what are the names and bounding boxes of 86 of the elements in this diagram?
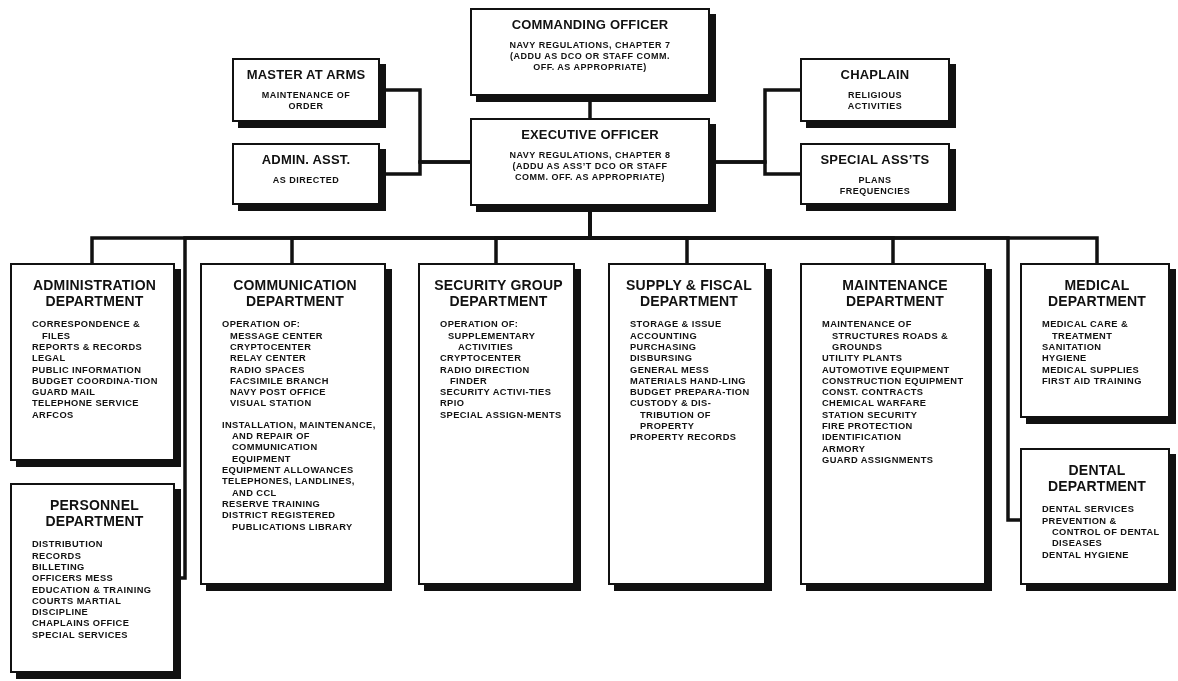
duty-item: UTILITY PLANTS <box>822 353 904 365</box>
duty-item: RADIO SPACES <box>229 364 306 376</box>
duty-text: MAINTENANCE OF ORDER <box>260 89 352 112</box>
duty-item: SECURITY ACTIVI-TIES <box>440 387 553 399</box>
duty-item: CONST. CONTRACTS <box>822 387 925 399</box>
duty-item: DISCIPLINE <box>32 607 90 619</box>
duty-item: CHAPLAINS OFFICE <box>32 618 131 630</box>
box-heading: CHAPLAIN <box>840 68 910 83</box>
duty-text: NAVY REGULATIONS, CHAPTER 7 (ADDU AS DCO OR STAFF COMM. OFF. AS APPROPRIATE) <box>508 39 672 73</box>
duty-item: REPORTS & RECORDS <box>32 341 144 354</box>
duty-item: BUDGET PREPARA-TION <box>630 387 751 399</box>
duty-text: NAVY REGULATIONS, CHAPTER 8 (ADDU AS ASS’T DCO OR STAFF COMM. OFF. AS APPROPRIATE) <box>508 149 672 183</box>
duty-item: RADIO DIRECTION FINDER <box>440 364 531 388</box>
duty-text: AS DIRECTED <box>272 174 340 186</box>
duty-item: EDUCATION & TRAINING <box>32 584 153 596</box>
duty-item: STORAGE & ISSUE <box>630 319 723 331</box>
duty-text: PLANS <box>858 174 892 186</box>
duty-item: TELEPHONE SERVICE <box>32 398 140 410</box>
duty-item: OPERATION OF: <box>440 319 520 331</box>
duty-item: SANITATION <box>1042 341 1103 354</box>
box-heading: SECURITY GROUP DEPARTMENT <box>433 277 564 310</box>
duty-item: RPIO <box>440 398 466 410</box>
duty-item: OPERATION OF: <box>222 319 302 331</box>
duty-item: DENTAL HYGIENE <box>1042 549 1130 561</box>
box-heading: EXECUTIVE OFFICER <box>521 128 659 143</box>
box-heading: DENTAL DEPARTMENT <box>1046 462 1148 495</box>
box-heading: SUPPLY & FISCAL DEPARTMENT <box>625 277 753 310</box>
duty-item: BILLETING <box>32 561 86 574</box>
duty-item: SPECIAL SERVICES <box>32 629 129 642</box>
duty-item: PURCHASING <box>630 341 698 354</box>
duty-item: FIRE PROTECTION <box>822 421 914 433</box>
duty-item: FACSIMILE BRANCH <box>229 375 330 388</box>
box-heading: ADMIN. ASST. <box>261 153 351 168</box>
duty-item: NAVY POST OFFICE <box>229 387 327 399</box>
box-heading: COMMUNICATION DEPARTMENT <box>232 277 358 310</box>
duty-item: EQUIPMENT ALLOWANCES <box>222 465 355 477</box>
duty-item: DISTRIBUTION <box>32 539 104 551</box>
duty-item: GENERAL MESS <box>630 364 711 376</box>
duty-item: COURTS MARTIAL <box>32 595 123 608</box>
duty-item: MEDICAL CARE & TREATMENT <box>1042 319 1129 342</box>
duty-item: GUARD MAIL <box>32 387 97 399</box>
duty-item: LEGAL <box>32 353 67 365</box>
duty-item: AUTOMOTIVE EQUIPMENT <box>822 364 951 376</box>
box-heading: MASTER AT ARMS <box>246 68 366 83</box>
duty-item: VISUAL STATION <box>229 398 313 410</box>
duty-item: RESERVE TRAINING <box>222 499 322 511</box>
box-heading: SPECIAL ASS’TS <box>820 153 930 168</box>
duty-item: MAINTENANCE OF STRUCTURES ROADS & GROUNDS <box>822 319 950 354</box>
duty-text: RELIGIOUS ACTIVITIES <box>846 89 904 112</box>
box-heading: MAINTENANCE DEPARTMENT <box>841 277 949 310</box>
duty-item: CRYPTOCENTER <box>440 353 523 365</box>
duty-item: SUPPLEMENTARY ACTIVITIES <box>447 330 537 354</box>
duty-text: FREQUENCIES <box>839 185 911 197</box>
duty-item: MATERIALS HAND-LING <box>630 375 747 388</box>
duty-item: MESSAGE CENTER <box>229 330 324 342</box>
duty-item: HYGIENE <box>1042 353 1088 365</box>
duty-item: ARFCOS <box>32 409 75 422</box>
duty-item: CUSTODY & DIS-TRIBUTION OF PROPERTY <box>630 398 713 433</box>
duty-item: CORRESPONDENCE & FILES <box>32 319 142 342</box>
duty-item: GUARD ASSIGNMENTS <box>822 455 935 467</box>
duty-item: PUBLIC INFORMATION <box>32 364 143 376</box>
duty-item: TELEPHONES, LANDLINES, AND CCL <box>222 476 356 500</box>
duty-item: INSTALLATION, MAINTENANCE, AND REPAIR OF COMMUNICATION EQUIPMENT <box>222 419 377 466</box>
duty-item: DISTRICT REGISTERED PUBLICATIONS LIBRARY <box>222 510 354 534</box>
box-heading: PERSONNEL DEPARTMENT <box>44 497 145 530</box>
duty-item: PROPERTY RECORDS <box>630 432 738 444</box>
duty-item: IDENTIFICATION <box>822 432 903 444</box>
duty-item: OFFICERS MESS <box>32 573 115 585</box>
duty-item: DISBURSING <box>630 353 694 365</box>
box-heading: MEDICAL DEPARTMENT <box>1046 277 1148 310</box>
box-heading: ADMINISTRATION DEPARTMENT <box>31 277 158 310</box>
duty-item: SPECIAL ASSIGN-MENTS <box>440 409 563 422</box>
duty-item: CHEMICAL WARFARE <box>822 398 928 410</box>
duty-item: DENTAL SERVICES <box>1042 504 1136 516</box>
duty-item: RECORDS <box>32 550 83 562</box>
duty-item: CONSTRUCTION EQUIPMENT <box>822 375 965 388</box>
duty-item: CRYPTOCENTER <box>229 341 313 354</box>
duty-item: PREVENTION & CONTROL OF DENTAL DISEASES <box>1042 515 1161 550</box>
duty-item: ACCOUNTING <box>630 330 698 342</box>
duty-item: BUDGET COORDINA-TION <box>32 375 159 388</box>
box-heading: COMMANDING OFFICER <box>511 18 669 33</box>
duty-item: ARMORY <box>822 443 867 456</box>
duty-item: FIRST AID TRAINING <box>1042 375 1143 388</box>
duty-item: RELAY CENTER <box>229 353 308 365</box>
duty-item: MEDICAL SUPPLIES <box>1042 364 1141 376</box>
duty-item: STATION SECURITY <box>822 409 919 422</box>
